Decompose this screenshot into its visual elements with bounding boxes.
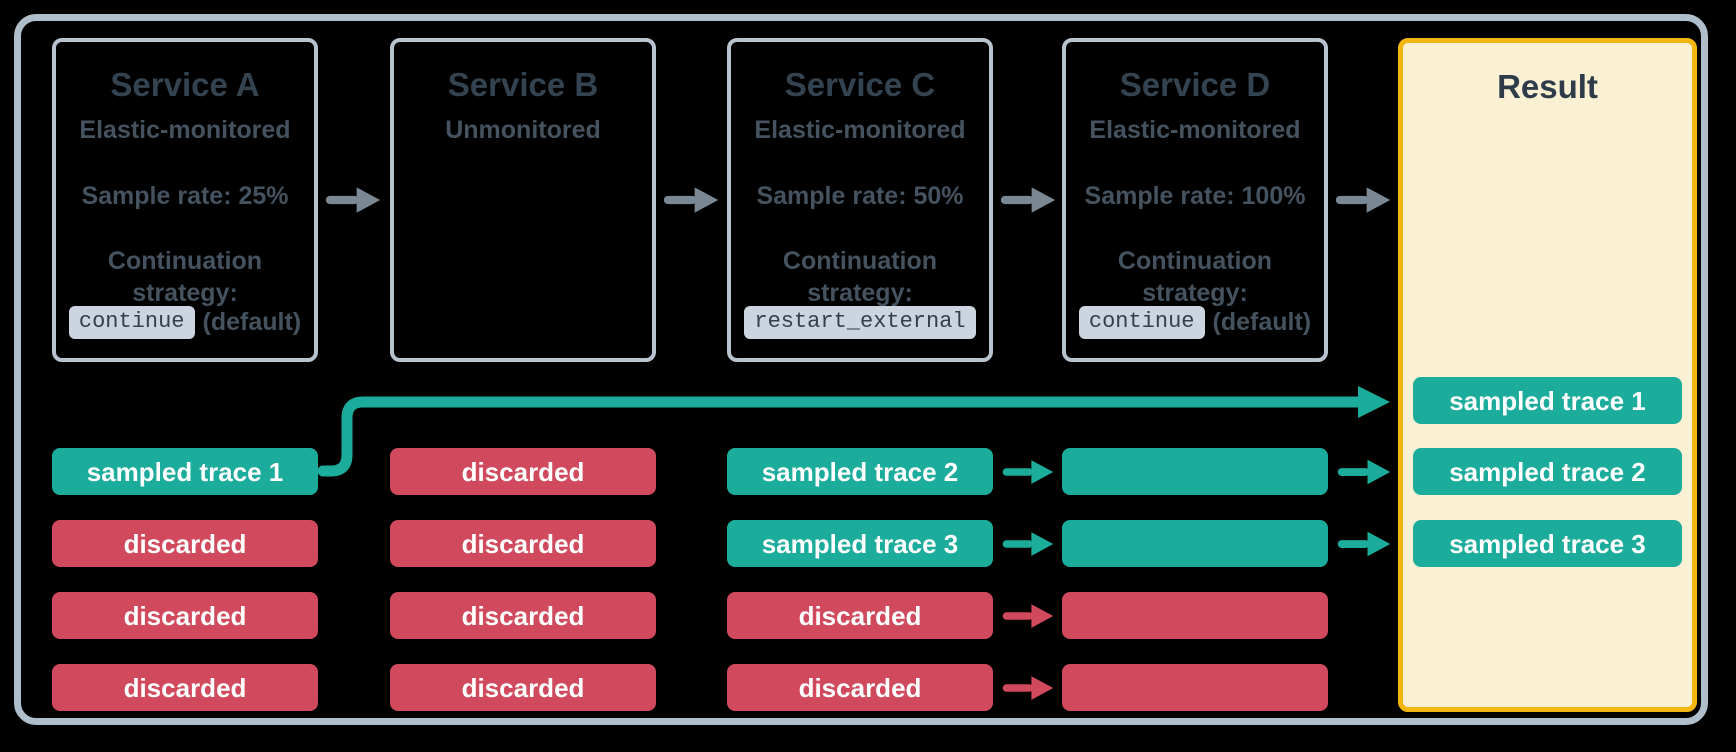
service-d-strategy: strategy: — [1142, 279, 1248, 307]
service-a-continuation: Continuation — [107, 247, 263, 275]
service-b-box: Service B Unmonitored — [390, 38, 656, 362]
result-pill-1: sampled trace 1 — [1413, 377, 1682, 424]
trace-pill-d1 — [1062, 448, 1328, 495]
trace-pill-c2: sampled trace 3 — [727, 520, 993, 567]
trace-pill-b3: discarded — [390, 592, 656, 639]
result-pill-2-label: sampled trace 2 — [1449, 456, 1646, 487]
trace-pill-a2: discarded — [52, 520, 318, 567]
trace-pill-d2 — [1062, 520, 1328, 567]
trace-pill-b2-label: discarded — [461, 528, 585, 559]
service-b-title: Service B — [447, 66, 599, 103]
diagram-outer-frame — [14, 14, 1708, 725]
result-box: Result — [1398, 38, 1697, 712]
service-a-chip-note: (default) — [202, 308, 302, 336]
service-c-continuation: Continuation — [782, 247, 938, 275]
trace-pill-a3: discarded — [52, 592, 318, 639]
service-a-box: Service A Elastic-monitored Sample rate:… — [52, 38, 318, 362]
trace-pill-b1-label: discarded — [461, 456, 585, 487]
service-d-box: Service D Elastic-monitored Sample rate:… — [1062, 38, 1328, 362]
flow-arrow-c-to-d-icon — [1000, 187, 1056, 213]
trace-pill-c1: sampled trace 2 — [727, 448, 993, 495]
service-d-sample-rate: Sample rate: 100% — [1084, 182, 1306, 210]
trace1-continuation-connector-icon — [317, 386, 1390, 477]
service-c-sample-rate: Sample rate: 50% — [756, 182, 964, 210]
service-a-chip-row: continue(default) — [56, 306, 314, 339]
trace-arrow-c1-d1-icon — [1002, 460, 1054, 484]
service-c-subtitle: Elastic-monitored — [754, 116, 966, 144]
service-a-strategy-chip: continue — [68, 306, 195, 339]
trace-pill-a4: discarded — [52, 664, 318, 711]
trace-pill-b3-label: discarded — [461, 600, 585, 631]
service-a-sample-rate: Sample rate: 25% — [81, 182, 289, 210]
trace-pill-c2-label: sampled trace 3 — [761, 528, 959, 559]
service-a-strategy: strategy: — [132, 279, 238, 307]
service-b-subtitle: Unmonitored — [445, 116, 601, 144]
service-d-strategy-chip: continue — [1078, 306, 1205, 339]
trace-arrow-c4-d4-icon — [1002, 676, 1054, 700]
service-d-title: Service D — [1119, 66, 1271, 103]
trace-pill-b2: discarded — [390, 520, 656, 567]
service-c-strategy-chip: restart_external — [744, 306, 976, 339]
flow-arrow-b-to-c-icon — [663, 187, 719, 213]
trace-arrow-d2-result3-icon — [1337, 531, 1391, 557]
trace-pill-b4: discarded — [390, 664, 656, 711]
service-a-title: Service A — [110, 66, 260, 103]
trace-pill-c3: discarded — [727, 592, 993, 639]
trace-pill-c4: discarded — [727, 664, 993, 711]
trace-pill-a1-label: sampled trace 1 — [86, 456, 284, 487]
service-c-title: Service C — [784, 66, 936, 103]
result-pill-3: sampled trace 3 — [1413, 520, 1682, 567]
trace-pill-a3-label: discarded — [123, 600, 247, 631]
result-pill-2: sampled trace 2 — [1413, 448, 1682, 495]
service-d-chip-note: (default) — [1212, 308, 1312, 336]
service-c-box: Service C Elastic-monitored Sample rate:… — [727, 38, 993, 362]
trace-pill-d3 — [1062, 592, 1328, 639]
trace-pill-a1: sampled trace 1 — [52, 448, 318, 495]
trace-arrow-c2-d2-icon — [1002, 532, 1054, 556]
trace-pill-c1-label: sampled trace 2 — [761, 456, 959, 487]
result-title: Result — [1497, 68, 1598, 105]
service-c-strategy: strategy: — [807, 279, 913, 307]
trace-pill-a4-label: discarded — [123, 672, 247, 703]
flow-arrow-d-to-result-icon — [1335, 187, 1391, 213]
trace-pill-d4 — [1062, 664, 1328, 711]
result-pill-1-label: sampled trace 1 — [1449, 385, 1646, 416]
service-c-chip-row: restart_external — [731, 306, 989, 339]
service-d-continuation: Continuation — [1117, 247, 1273, 275]
trace-arrow-c3-d3-icon — [1002, 604, 1054, 628]
service-a-subtitle: Elastic-monitored — [79, 116, 291, 144]
trace-pill-b1: discarded — [390, 448, 656, 495]
trace-pill-a2-label: discarded — [123, 528, 247, 559]
trace-arrow-d1-result2-icon — [1337, 459, 1391, 485]
result-pill-3-label: sampled trace 3 — [1449, 528, 1646, 559]
trace-pill-b4-label: discarded — [461, 672, 585, 703]
service-d-chip-row: continue(default) — [1066, 306, 1324, 339]
trace-pill-c4-label: discarded — [798, 672, 922, 703]
service-d-subtitle: Elastic-monitored — [1089, 116, 1301, 144]
trace-pill-c3-label: discarded — [798, 600, 922, 631]
flow-arrow-a-to-b-icon — [325, 187, 381, 213]
